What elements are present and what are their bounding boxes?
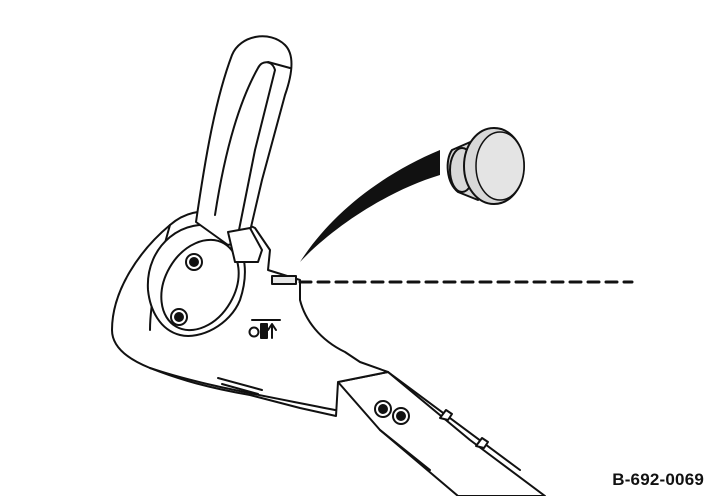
rubber-cap-icon xyxy=(446,127,525,205)
handle-collar xyxy=(227,227,263,263)
shaft-tube xyxy=(337,371,546,496)
shaft-peg-upper xyxy=(439,409,453,421)
loop-handle xyxy=(195,35,293,246)
hub-disc xyxy=(146,223,246,337)
lock-symbol-icon xyxy=(248,319,281,339)
pointer-wedge xyxy=(300,150,440,262)
hub-screw-bottom xyxy=(170,308,188,326)
housing-vent-line xyxy=(217,377,263,395)
figure-reference-code: B-692-0069 xyxy=(612,470,704,489)
hub-screw-top xyxy=(185,253,203,271)
clamp-screw-1 xyxy=(374,400,392,418)
shaft-peg-lower xyxy=(475,437,489,449)
clamp-screw-2 xyxy=(392,407,410,425)
indicator-slot xyxy=(271,275,297,285)
